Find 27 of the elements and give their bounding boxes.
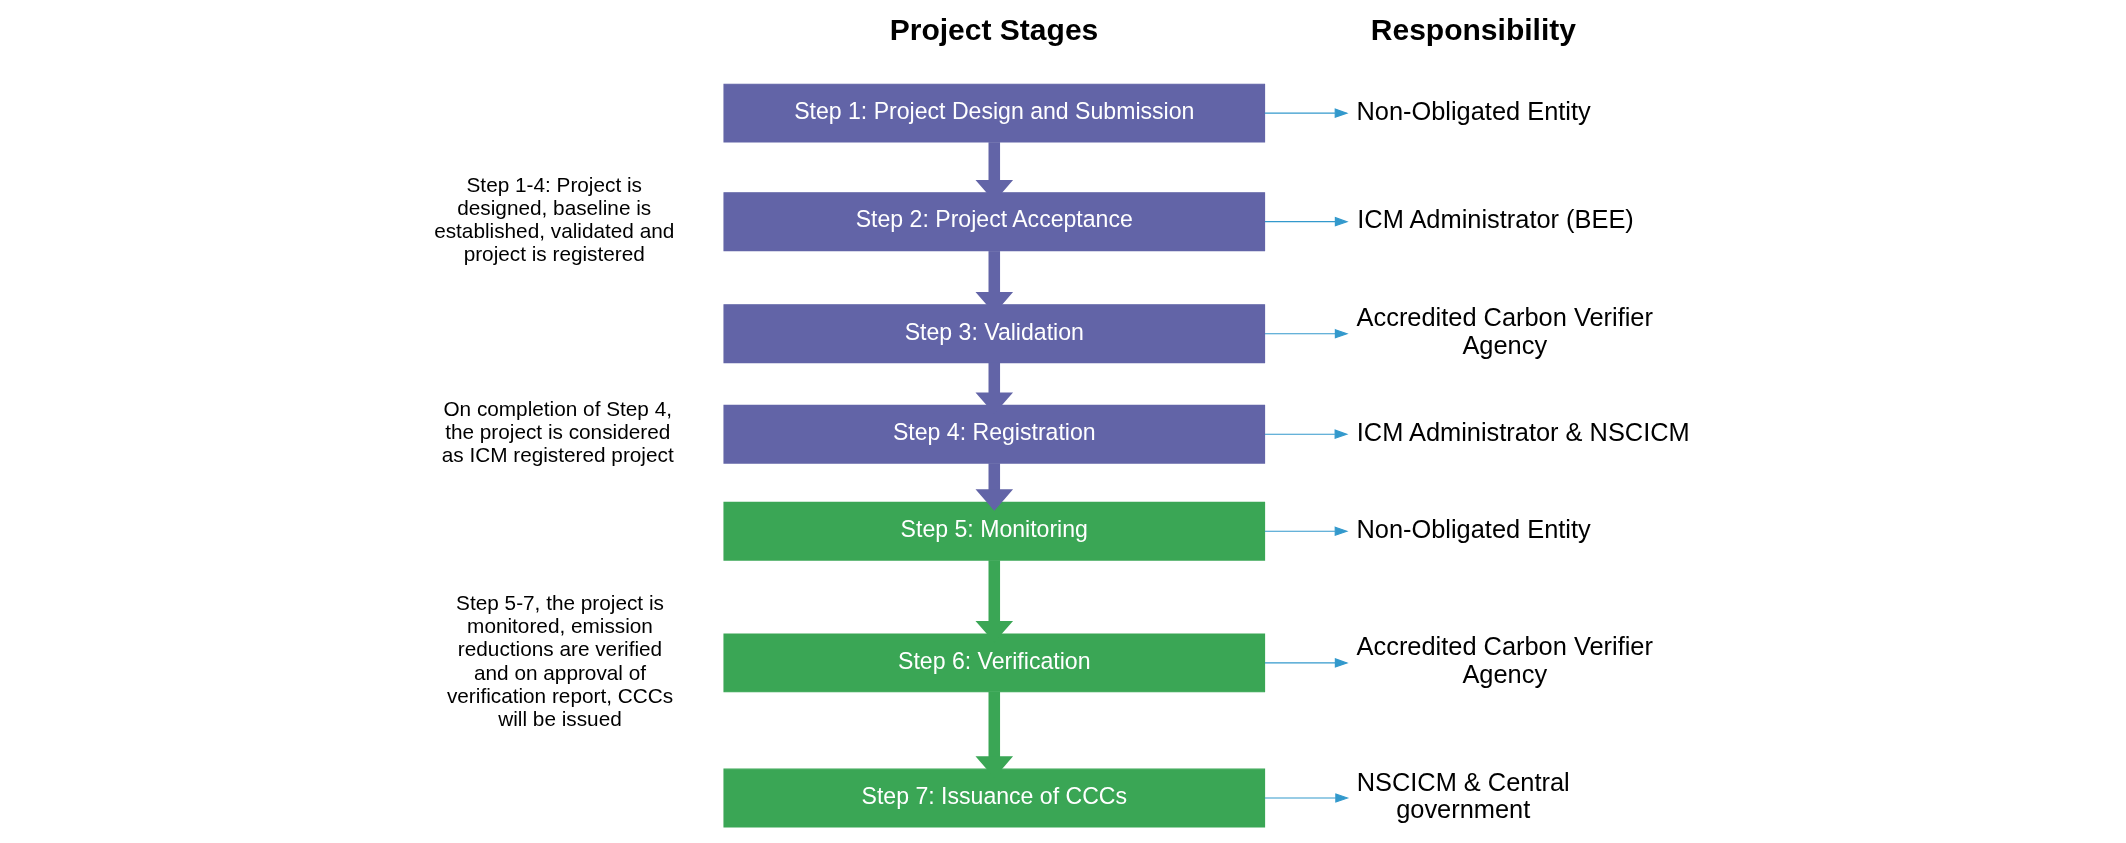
node-text: Non-Obligated Entity: [1356, 514, 1591, 543]
node-box: Step 4: Registration: [723, 404, 1266, 464]
arrow: [1264, 108, 1349, 118]
node-box: Step 1: Project Design and Submission: [723, 83, 1266, 143]
node-text: NSCICM & Central government: [1356, 767, 1570, 824]
node-text: ICM Administrator & NSCICM: [1356, 417, 1690, 446]
label: On completion of Step 4, the project is considered as ICM registered project: [441, 397, 674, 467]
node-text: ICM Administrator (BEE): [1357, 205, 1634, 234]
arrow: [1264, 328, 1349, 339]
label: Project Stages: [889, 13, 1099, 47]
node-box: Step 7: Issuance of CCCs: [723, 768, 1266, 828]
node-box: Step 2: Project Acceptance: [723, 192, 1266, 252]
arrow: [1264, 216, 1349, 227]
node-text: Non-Obligated Entity: [1356, 96, 1591, 125]
node-box: Step 5: Monitoring: [723, 501, 1266, 561]
arrow: [1264, 793, 1350, 803]
node-box: Step 6: Verification: [723, 633, 1266, 693]
node-text: Accredited Carbon Verifier Agency: [1356, 303, 1653, 360]
node-box: Step 3: Validation: [723, 304, 1266, 364]
arrow: [1264, 658, 1349, 668]
arrow: [975, 463, 1014, 511]
arrow: [1264, 526, 1349, 537]
arrow: [1264, 429, 1349, 440]
node-text: Accredited Carbon Verifier Agency: [1356, 632, 1653, 689]
label: Step 1-4: Project is designed, baseline is established, validated and project is registered: [434, 173, 675, 266]
label: Responsibility: [1370, 13, 1576, 47]
label: Step 5-7, the project is monitored, emission reductions are verified and on approval of verification report, CCCs will be issued: [446, 591, 674, 730]
